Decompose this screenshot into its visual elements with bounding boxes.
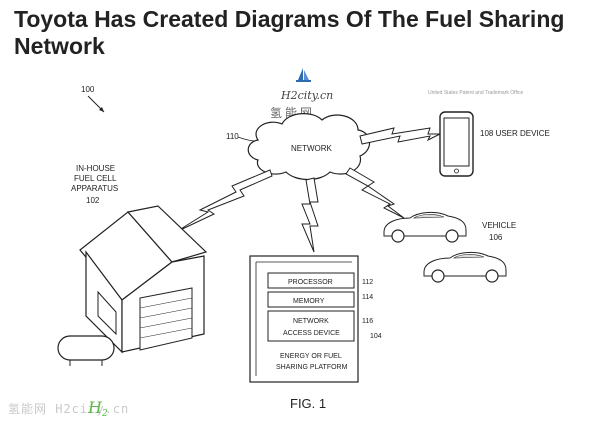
credit-line: United States Patent and Trademark Offic… xyxy=(428,90,523,96)
footer-watermark: 氢能网 H2city.cn xyxy=(8,401,129,416)
tank-body xyxy=(57,335,115,361)
wheel-icon xyxy=(431,269,445,283)
phone-screen xyxy=(443,117,470,167)
network-cloud: NETWORK xyxy=(247,113,371,181)
memory-box xyxy=(267,291,355,308)
user-device-label: 108 USER DEVICE xyxy=(480,129,550,138)
cloud-shape xyxy=(247,113,371,181)
fuel-cell-house xyxy=(79,205,208,354)
platform-label-1: ENERGY OR FUEL xyxy=(280,353,342,360)
network-access-device-box xyxy=(267,310,355,342)
nad-label-2: ACCESS DEVICE xyxy=(283,330,340,337)
car-body xyxy=(423,251,507,277)
platform-label-2: SHARING PLATFORM xyxy=(276,364,348,371)
memory-label: MEMORY xyxy=(293,298,325,305)
memory-ref: 114 xyxy=(362,294,373,301)
house-roof-right xyxy=(126,205,208,263)
article-headline: Toyota Has Created Diagrams Of The Fuel … xyxy=(14,6,565,59)
car-body xyxy=(383,211,467,237)
vehicle-label: VEHICLE xyxy=(482,221,516,230)
system-ref: 100 xyxy=(81,85,95,94)
house-label-1: IN-HOUSE xyxy=(76,164,115,173)
network-ref: 110 xyxy=(226,132,239,141)
garage-slats xyxy=(139,297,193,339)
house-ref: 102 xyxy=(86,196,100,205)
figure-caption: FIG. 1 xyxy=(290,396,326,411)
vehicle-bottom xyxy=(423,251,507,283)
watermark-logo: H2city.cn 氢能网 xyxy=(270,68,333,120)
nad-label-1: NETWORK xyxy=(293,318,329,325)
bolt-vehicle-link xyxy=(345,167,405,219)
wheel-icon xyxy=(445,229,459,243)
sail-icon-right xyxy=(304,70,309,80)
bolt-platform-link xyxy=(301,177,319,253)
processor-ref: 112 xyxy=(362,279,373,286)
car-window xyxy=(452,254,485,259)
house-door xyxy=(97,290,117,336)
wheel-icon xyxy=(391,229,405,243)
bolt-house-link xyxy=(175,169,273,233)
user-device: 108 USER DEVICE xyxy=(439,111,550,177)
arrow-head-icon xyxy=(99,107,104,112)
processor-box xyxy=(267,272,355,289)
network-label: NETWORK xyxy=(291,144,333,153)
garage-door xyxy=(139,287,193,351)
energy-sharing-platform: PROCESSOR 112 MEMORY 114 NETWORK ACCESS … xyxy=(249,255,382,383)
processor-label: PROCESSOR xyxy=(288,279,333,286)
vehicle-top xyxy=(383,211,467,243)
car-window xyxy=(412,214,445,219)
phone-home-button-icon xyxy=(454,168,459,174)
house-label-2: FUEL CELL xyxy=(74,174,117,183)
nad-ref: 116 xyxy=(362,318,373,325)
house-label-3: APPARATUS xyxy=(71,184,118,193)
bolt-device-link xyxy=(359,127,441,145)
platform-ref: 104 xyxy=(370,333,382,340)
sail-icon xyxy=(298,68,303,80)
watermark-brand: H2city.cn xyxy=(280,89,333,102)
boat-hull-icon xyxy=(296,80,311,82)
fuel-tank xyxy=(57,335,115,366)
wheel-icon xyxy=(485,269,499,283)
vehicle-ref: 106 xyxy=(489,233,503,242)
network-ref-leader xyxy=(237,136,255,142)
